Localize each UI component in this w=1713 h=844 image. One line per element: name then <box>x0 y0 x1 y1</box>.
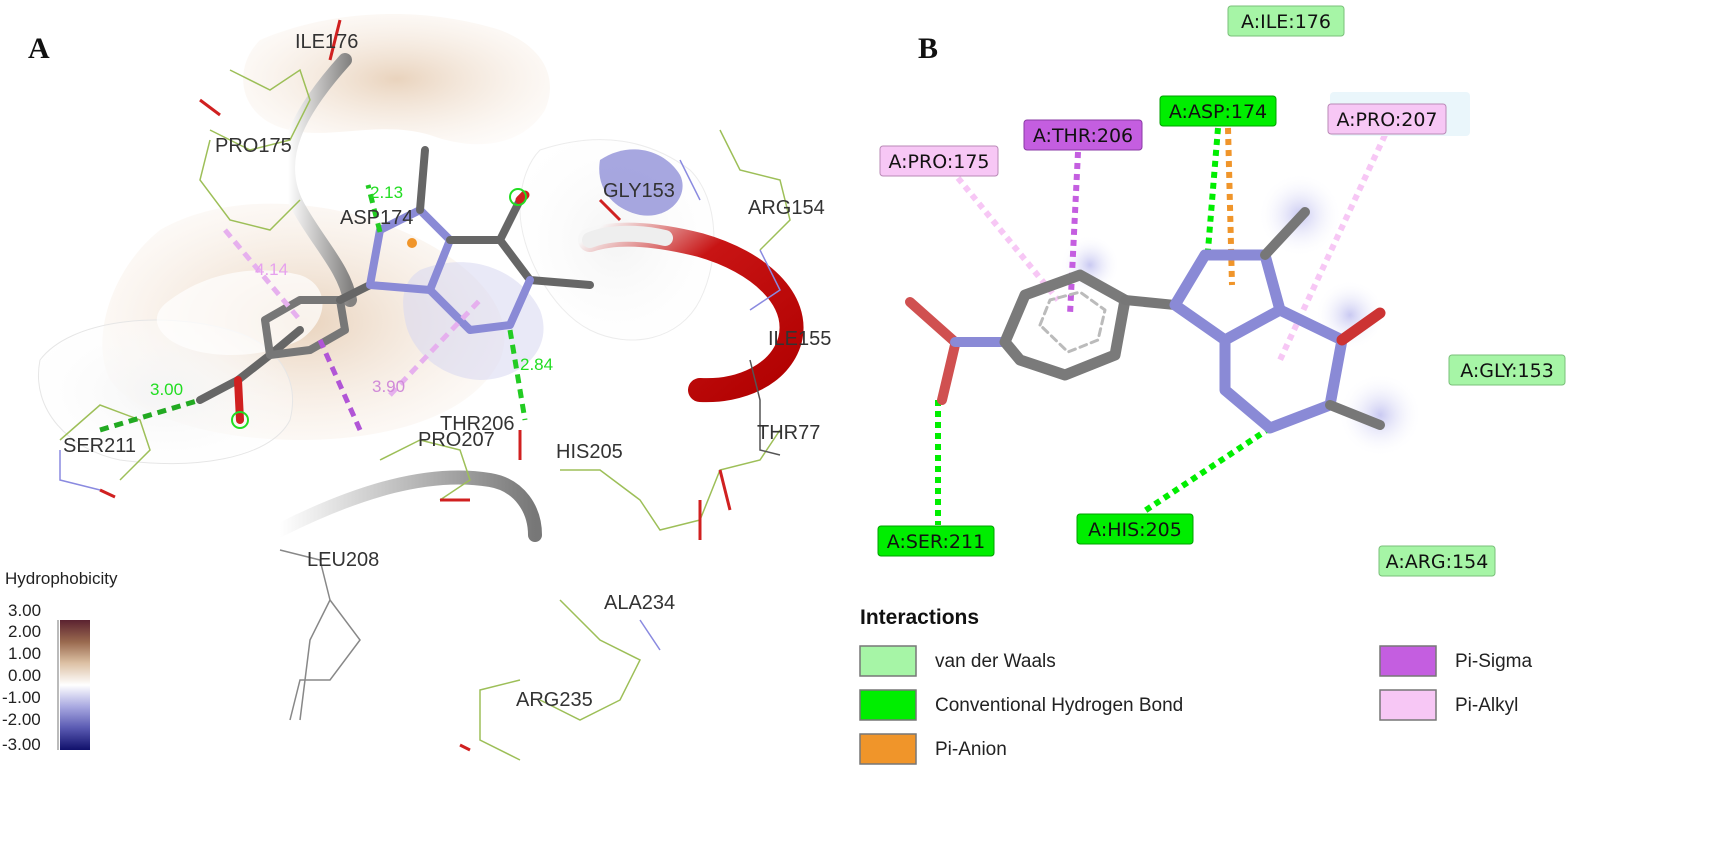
residue-label: A:ILE:176 <box>1241 11 1331 33</box>
distance-label: 4.14 <box>255 260 288 279</box>
residue-label: LEU208 <box>307 549 379 571</box>
distance-label: 2.13 <box>370 183 403 202</box>
residue-box: A:ILE:176 <box>1227 5 1345 37</box>
scale-tick: 2.00 <box>8 622 41 641</box>
linker-bond <box>1120 295 1180 310</box>
residue-label: A:GLY:153 <box>1460 360 1554 382</box>
residue-boxes-2d: A:ILE:176 A:ASP:174 A:THR:206 A:PRO:175 … <box>877 5 1566 577</box>
residue-label: THR77 <box>757 422 820 444</box>
residue-label: ARG154 <box>748 197 825 219</box>
residue-label: A:ASP:174 <box>1169 101 1267 123</box>
residue-wires <box>59 19 791 761</box>
scale-title: Hydrophobicity <box>5 569 118 588</box>
scale-tick: 0.00 <box>8 666 41 685</box>
panel-b-label: B <box>918 32 938 65</box>
carbonyl-bond <box>1336 307 1386 346</box>
interaction-lines-2d <box>935 127 1388 525</box>
legend-label: Pi-Alkyl <box>1455 695 1518 716</box>
residue-label: A:PRO:175 <box>888 151 989 173</box>
legend-swatch <box>859 733 917 765</box>
methyl-bond <box>1325 400 1385 430</box>
pialkyl-line <box>955 176 1061 302</box>
residue-label: ILE155 <box>768 328 831 350</box>
panel-a-label: A <box>28 32 50 65</box>
aromatic-inner <box>1038 290 1107 354</box>
legend-label: Pi-Sigma <box>1455 651 1533 672</box>
hbond-line <box>1141 425 1272 515</box>
ligand-3d <box>196 146 594 429</box>
legend-title: Interactions <box>860 606 979 629</box>
nitro-bond <box>905 297 960 347</box>
residue-label: A:THR:206 <box>1033 125 1133 147</box>
distance-label: 2.84 <box>520 355 553 374</box>
interactions-legend: Interactions van der Waals Conventional … <box>859 606 1533 765</box>
residue-label: ILE176 <box>295 31 358 53</box>
legend-swatch <box>1379 645 1437 677</box>
panel-b: B <box>859 5 1566 765</box>
residue-label: ARG235 <box>516 689 593 711</box>
pisigma-line <box>1067 151 1081 316</box>
scale-tick: -1.00 <box>2 688 41 707</box>
hbond-line <box>1205 127 1221 251</box>
panel-a: 2.13 4.14 3.00 3.90 2.84 ILE176 PRO175 A… <box>2 13 831 761</box>
legend-label: Pi-Anion <box>935 739 1007 760</box>
residue-label: ASP174 <box>340 207 413 229</box>
pialkyl-line <box>1277 133 1388 362</box>
scale-tick: 1.00 <box>8 644 41 663</box>
protein-ribbons <box>273 53 804 542</box>
scale-gradient <box>60 620 90 750</box>
legend-label: Conventional Hydrogen Bond <box>935 695 1183 716</box>
residue-label: THR206 <box>440 413 514 435</box>
legend-swatch <box>1379 689 1437 721</box>
residue-label: A:HIS:205 <box>1088 519 1182 541</box>
residue-label: SER211 <box>63 435 136 457</box>
distance-labels: 2.13 4.14 3.00 3.90 2.84 <box>150 183 553 399</box>
scale-tick: -3.00 <box>2 735 41 754</box>
residue-labels-3d: ILE176 PRO175 ASP174 GLY153 ARG154 ILE15… <box>63 31 831 711</box>
residue-box: A:ASP:174 <box>1159 95 1277 127</box>
residue-box: A:PRO:207 <box>1327 92 1470 136</box>
pianion-line <box>1225 127 1235 286</box>
residue-label: GLY153 <box>603 180 675 202</box>
nitro-bond <box>937 340 960 405</box>
residue-box: A:PRO:175 <box>879 145 999 177</box>
residue-box: A:SER:211 <box>877 525 995 557</box>
residue-label: A:SER:211 <box>887 531 985 553</box>
residue-label: A:PRO:207 <box>1336 109 1437 131</box>
methyl-bond <box>1260 207 1310 260</box>
legend-swatch <box>859 689 917 721</box>
hydrophobicity-scale: Hydrophobicity 3.00 2.00 1.00 0.00 -1.00… <box>2 569 118 754</box>
residue-box: A:HIS:205 <box>1076 513 1194 545</box>
residue-box: A:GLY:153 <box>1448 354 1566 386</box>
benzene-ring <box>999 269 1131 381</box>
scale-tick: 3.00 <box>8 601 41 620</box>
pyrimidine-ring <box>1219 304 1348 434</box>
residue-box: A:ARG:154 <box>1378 545 1496 577</box>
residue-label: ALA234 <box>604 592 675 614</box>
distance-label: 3.90 <box>372 377 405 396</box>
imidazole-ring <box>1169 249 1286 346</box>
legend-swatch <box>859 645 917 677</box>
residue-box: A:THR:206 <box>1023 119 1143 151</box>
legend-label: van der Waals <box>935 651 1056 672</box>
interaction-lines-3d <box>99 184 528 433</box>
distance-label: 3.00 <box>150 380 183 399</box>
scale-tick: -2.00 <box>2 710 41 729</box>
ligand-2d <box>905 207 1386 434</box>
residue-label: A:ARG:154 <box>1386 551 1489 573</box>
residue-label: HIS205 <box>556 441 623 463</box>
residue-label: PRO175 <box>215 135 292 157</box>
residue-label: PRO207 <box>418 429 495 451</box>
